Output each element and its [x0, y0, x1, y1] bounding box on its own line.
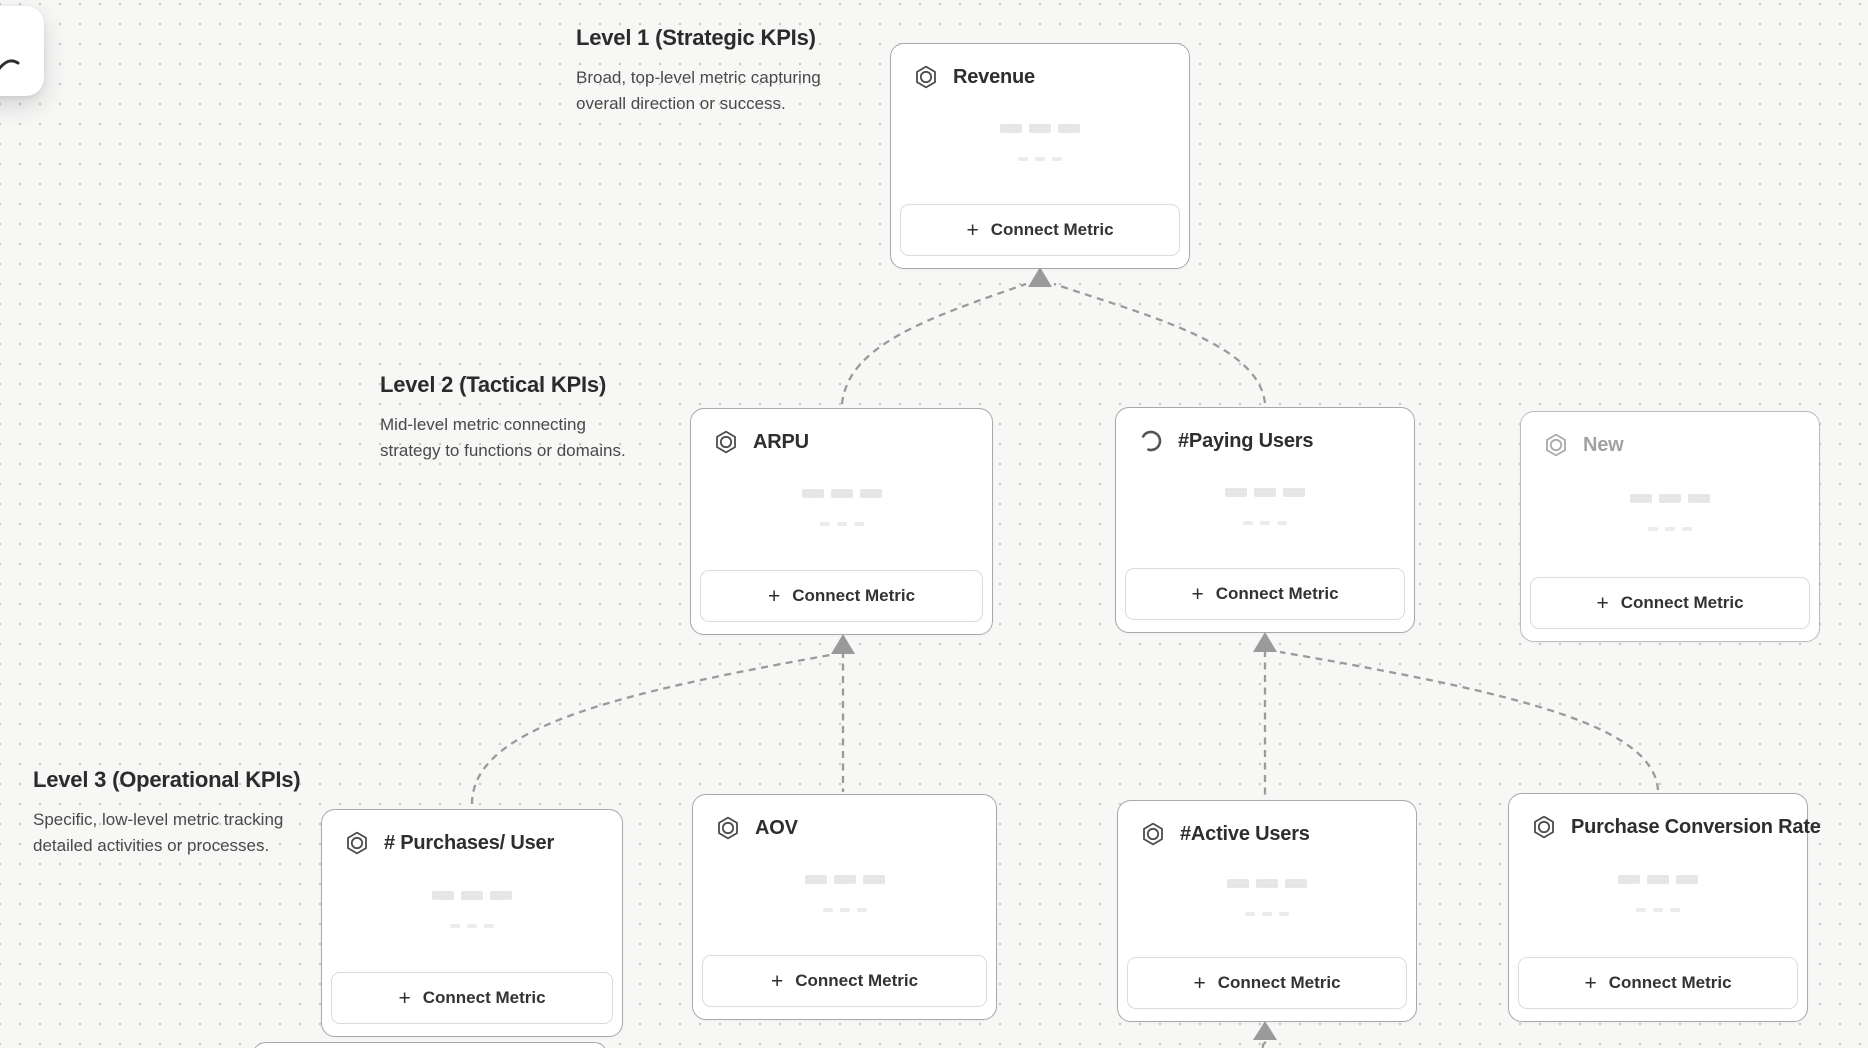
- connect-metric-label: Connect Metric: [422, 988, 546, 1007]
- skeleton-dashes: [1245, 911, 1289, 916]
- floating-toolbar-panel[interactable]: [0, 6, 44, 96]
- skeleton-dashes: [450, 923, 494, 928]
- plus-icon: +: [770, 969, 784, 993]
- metric-card-aov[interactable]: AOV + Connect Metric: [692, 794, 997, 1020]
- level-3-desc-line2: detailed activities or processes.: [33, 836, 270, 855]
- arrowhead-arpu: [831, 634, 855, 654]
- arrowhead-activeusers: [1253, 1021, 1277, 1040]
- plus-icon: +: [1596, 591, 1609, 615]
- level-2-desc-line2: strategy to functions or domains.: [380, 441, 626, 460]
- skeleton-blocks: [1227, 878, 1307, 888]
- level-2-desc-line1: Mid-level metric connecting: [380, 415, 586, 434]
- connect-metric-label: Connect Metric: [795, 971, 919, 990]
- hexagon-metric-icon: [1534, 815, 1554, 839]
- connector-purchasesuser-to-arpu: [470, 653, 831, 805]
- skeleton-dashes: [1636, 908, 1680, 912]
- connect-metric-label: Connect Metric: [990, 220, 1114, 239]
- connect-metric-button[interactable]: + Connect Metric: [700, 570, 983, 622]
- card-title: # Purchases/ User: [384, 831, 555, 854]
- connector-payingusers-to-revenue: [1053, 282, 1267, 404]
- hexagon-metric-icon: [1546, 433, 1566, 457]
- level-3-desc-line1: Specific, low-level metric tracking: [33, 810, 284, 829]
- connector-below-activeusers: [1261, 1041, 1267, 1048]
- connect-metric-button[interactable]: + Connect Metric: [900, 204, 1180, 256]
- level-2-label: Level 2 (Tactical KPIs) Mid-level metric…: [380, 372, 626, 464]
- level-1-title: Level 1 (Strategic KPIs): [576, 25, 816, 50]
- card-title: New: [1583, 433, 1624, 456]
- level-1-label: Level 1 (Strategic KPIs) Broad, top-leve…: [576, 25, 821, 117]
- connector-conversionrate-to-payingusers: [1279, 650, 1660, 791]
- metric-card-paying-users[interactable]: #Paying Users + Connect Metric: [1115, 407, 1415, 633]
- connect-metric-button[interactable]: + Connect Metric: [1518, 957, 1798, 1009]
- skeleton-dashes: [819, 522, 864, 526]
- skeleton-blocks: [1618, 875, 1698, 884]
- level-3-label: Level 3 (Operational KPIs) Specific, low…: [33, 767, 301, 859]
- hexagon-metric-icon: [347, 831, 367, 855]
- connect-metric-button[interactable]: + Connect Metric: [331, 972, 613, 1024]
- card-title: Revenue: [953, 65, 1035, 88]
- plus-icon: +: [1191, 582, 1204, 606]
- level-3-title: Level 3 (Operational KPIs): [33, 767, 301, 792]
- skeleton-dashes: [1648, 527, 1692, 531]
- card-title: Purchase Conversion Rate: [1571, 815, 1821, 838]
- metric-card-active-users[interactable]: #Active Users + Connect Metric: [1117, 800, 1417, 1022]
- plus-icon: +: [1193, 971, 1206, 995]
- metric-card-purchases-per-user[interactable]: # Purchases/ User + Connect Metric: [321, 809, 623, 1037]
- level-1-desc-line1: Broad, top-level metric capturing: [576, 68, 821, 87]
- metric-card-arpu[interactable]: ARPU + Connect Metric: [690, 408, 993, 635]
- metric-card-new[interactable]: New + Connect Metric: [1520, 411, 1820, 642]
- connect-metric-label: Connect Metric: [1620, 593, 1744, 612]
- hexagon-metric-icon: [718, 816, 738, 840]
- plus-icon: +: [767, 584, 781, 608]
- skeleton-blocks: [432, 890, 512, 900]
- card-title: #Active Users: [1180, 822, 1310, 845]
- arrowhead-payingusers: [1253, 632, 1277, 652]
- plus-icon: +: [966, 218, 979, 242]
- connect-metric-button[interactable]: + Connect Metric: [702, 955, 987, 1007]
- skeleton-blocks: [1000, 123, 1080, 133]
- spinner-icon: [1140, 430, 1162, 452]
- skeleton-dashes: [822, 907, 867, 912]
- hexagon-metric-icon: [916, 65, 936, 89]
- connect-metric-label: Connect Metric: [1217, 973, 1341, 992]
- skeleton-blocks: [804, 874, 885, 884]
- skeleton-dashes: [1018, 156, 1062, 161]
- skeleton-dashes: [1243, 520, 1287, 525]
- connect-metric-button[interactable]: + Connect Metric: [1127, 957, 1407, 1009]
- level-2-title: Level 2 (Tactical KPIs): [380, 372, 607, 397]
- hexagon-metric-icon: [716, 430, 736, 454]
- level-1-desc-line2: overall direction or success.: [576, 94, 786, 113]
- connect-metric-label: Connect Metric: [792, 586, 916, 605]
- card-title: #Paying Users: [1178, 429, 1314, 452]
- metric-card-partial-bottom[interactable]: [252, 1042, 608, 1048]
- connect-metric-button[interactable]: + Connect Metric: [1530, 577, 1810, 629]
- metric-card-purchase-conversion-rate[interactable]: Purchase Conversion Rate + Connect Metri…: [1508, 793, 1821, 1022]
- metric-card-revenue[interactable]: Revenue + Connect Metric: [890, 43, 1190, 269]
- scribble-stroke-icon: [0, 59, 20, 70]
- connector-arpu-to-revenue: [840, 282, 1027, 405]
- plus-icon: +: [398, 986, 411, 1010]
- skeleton-blocks: [801, 489, 882, 498]
- connect-metric-button[interactable]: + Connect Metric: [1125, 568, 1405, 620]
- arrowhead-revenue: [1028, 267, 1052, 287]
- connect-metric-label: Connect Metric: [1608, 973, 1732, 992]
- connect-metric-label: Connect Metric: [1215, 584, 1339, 603]
- hexagon-metric-icon: [1143, 822, 1163, 846]
- skeleton-blocks: [1630, 494, 1710, 503]
- plus-icon: +: [1584, 971, 1597, 995]
- card-title: ARPU: [753, 430, 809, 453]
- skeleton-blocks: [1225, 487, 1305, 497]
- card-title: AOV: [755, 816, 798, 839]
